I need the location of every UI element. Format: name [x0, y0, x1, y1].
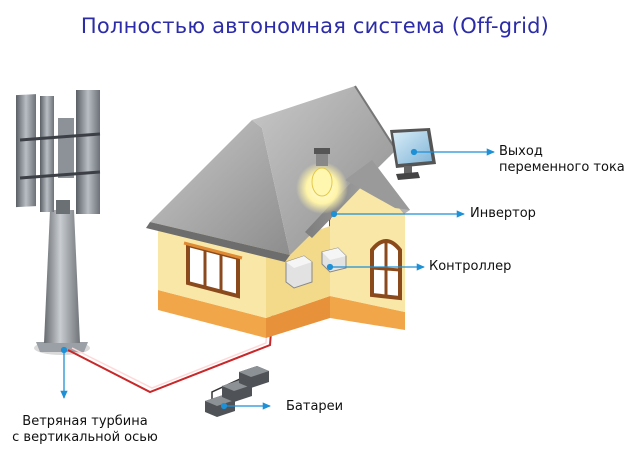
pointer-arrows	[60, 148, 495, 410]
battery-bank	[205, 366, 269, 417]
label-batteries: Батареи	[286, 399, 344, 414]
light-bulb	[296, 148, 348, 214]
diagram-title: Полностью автономная система (Off-grid)	[80, 14, 550, 38]
label-inverter: Инвертор	[470, 206, 536, 221]
panel-unit	[390, 128, 436, 180]
controller-box	[285, 255, 313, 289]
label-controller: Контроллер	[429, 259, 512, 274]
label-turbine: Ветряная турбина с вертикальной осью	[12, 414, 158, 445]
wind-turbine	[16, 90, 101, 355]
house	[146, 85, 410, 338]
label-ac-output: Выход переменного тока	[499, 144, 625, 175]
